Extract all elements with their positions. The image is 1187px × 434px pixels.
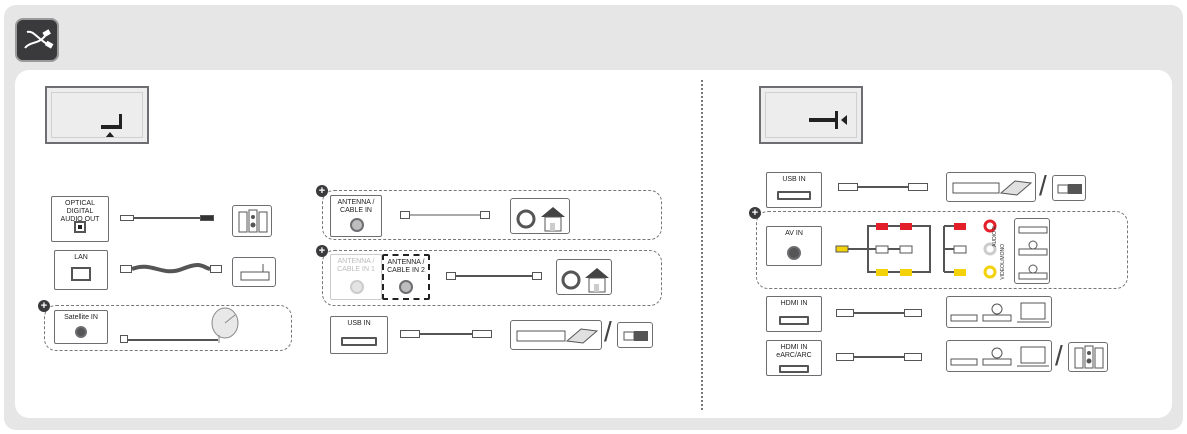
optical-plug <box>120 215 134 221</box>
usb-cable <box>858 186 908 188</box>
antenna-in2-label-line1: ANTENNA / <box>387 259 425 266</box>
separator-slash: / <box>1055 340 1063 371</box>
hdmi-devices <box>946 296 1052 328</box>
antenna-house-icon <box>556 259 612 295</box>
lan-cable <box>131 262 211 274</box>
hdmi-plug <box>836 353 854 361</box>
lan-plug <box>120 265 132 273</box>
antenna-in1-label-line1: ANTENNA / <box>337 258 375 265</box>
antenna-label-line1: ANTENNA / <box>337 199 375 206</box>
satellite-group <box>44 305 292 351</box>
external-drive-icon <box>510 320 602 350</box>
hdmi-plug <box>904 309 922 317</box>
usb-plug <box>838 183 858 191</box>
rca-cable <box>835 219 997 279</box>
set-top-box-icon <box>1018 226 1048 280</box>
av-label-l-mono: L/MONO <box>1000 244 1006 264</box>
usb-plug <box>908 183 928 191</box>
usb-stick-icon <box>617 322 653 348</box>
antenna-cable-in2-port: ANTENNA / CABLE IN 2 <box>382 254 430 300</box>
tv-back-side-port-icon <box>759 86 863 144</box>
antenna-cable <box>456 275 532 277</box>
antenna-house-icon <box>510 198 570 234</box>
speaker-system-icon <box>232 205 272 237</box>
usb-right-label: USB IN <box>782 176 806 183</box>
optical-label-line2: AUDIO OUT <box>60 216 100 223</box>
usb-plug <box>400 330 420 338</box>
hdmi-cable <box>854 312 904 314</box>
hdmi-plug <box>904 353 922 361</box>
usb-plug <box>472 330 492 338</box>
antenna-plug <box>400 211 410 219</box>
antenna-in2-label-line2: CABLE IN 2 <box>387 267 425 274</box>
usb-in-port: USB IN <box>330 316 388 354</box>
av-label-audio-r: AUDIO R <box>992 226 998 247</box>
satellite-plug <box>120 335 128 343</box>
antenna-plug <box>532 272 542 280</box>
plus-marker: + <box>316 245 328 257</box>
hdmi-arc-devices <box>946 340 1052 372</box>
satellite-in-port: Satellite IN <box>54 310 108 344</box>
usb-in-port: USB IN <box>766 172 822 208</box>
satellite-dish-icon <box>211 307 239 343</box>
plus-marker: + <box>38 300 50 312</box>
satellite-label: Satellite IN <box>64 314 98 321</box>
plus-marker: + <box>749 207 761 219</box>
usb-left-label: USB IN <box>347 320 371 327</box>
optical-plug <box>200 215 214 221</box>
hdmi-label: HDMI IN <box>780 300 808 307</box>
speaker-system-icon <box>1068 342 1108 372</box>
hdmi-plug <box>836 309 854 317</box>
av-label-video: VIDEO <box>1000 264 1006 280</box>
antenna-plug <box>480 211 490 219</box>
hdmi-cable <box>854 356 904 358</box>
antenna-plug <box>446 272 456 280</box>
antenna-cable <box>410 214 480 216</box>
antenna-label-line2: CABLE IN <box>340 207 372 214</box>
hdmi-arc-label-line1: HDMI IN <box>780 344 808 351</box>
optical-label-line1: OPTICAL DIGITAL <box>65 200 95 215</box>
lan-port: LAN <box>54 250 108 290</box>
optical-audio-out-port: OPTICAL DIGITAL AUDIO OUT <box>51 196 109 242</box>
antenna-cable-in1-port: ANTENNA / CABLE IN 1 <box>330 254 382 300</box>
antenna-cable-in-port: ANTENNA / CABLE IN <box>330 195 382 237</box>
external-drive-icon <box>946 172 1036 202</box>
tv-back-bottom-port-icon <box>45 86 149 144</box>
hdmi-in-port: HDMI IN <box>766 296 822 332</box>
plus-marker: + <box>316 185 328 197</box>
av-label: AV IN <box>785 230 803 237</box>
usb-cable <box>420 333 472 335</box>
antenna-group-1 <box>322 190 662 240</box>
av-in-port: AV IN <box>766 226 822 266</box>
usb-stick-icon <box>1052 175 1086 201</box>
separator-slash: / <box>604 316 612 347</box>
antenna-in1-label-line2: CABLE IN 1 <box>337 266 375 273</box>
connection-cable-icon <box>15 18 59 62</box>
av-devices <box>1014 218 1050 284</box>
lan-plug <box>210 265 222 273</box>
satellite-cable <box>128 339 218 341</box>
av-group <box>756 211 1128 289</box>
section-divider <box>701 80 703 410</box>
hdmi-arc-label-line2: eARC/ARC <box>776 352 812 359</box>
lan-label: LAN <box>74 254 88 261</box>
antenna-group-2 <box>322 250 662 306</box>
hdmi-earc-arc-port: HDMI IN eARC/ARC <box>766 340 822 376</box>
optical-cable <box>134 217 200 219</box>
separator-slash: / <box>1039 170 1047 201</box>
router-icon <box>232 257 276 287</box>
